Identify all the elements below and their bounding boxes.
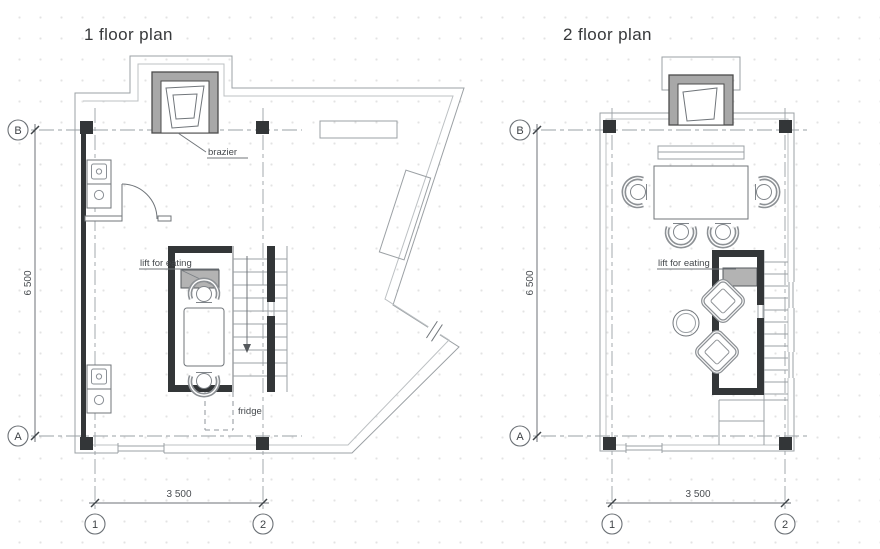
axis-label-1: 1: [609, 519, 615, 531]
axis-label-a: A: [516, 431, 524, 443]
axis-marker-b: [7, 119, 29, 141]
axis-marker-b: [509, 119, 531, 141]
lounge-set: [672, 276, 748, 377]
plan-2-dimensions: 6 500 3 500: [525, 124, 791, 508]
stairs: [232, 246, 288, 392]
column-a2: [256, 437, 269, 450]
plan-1-title: 1 floor plan: [84, 25, 173, 44]
chair: [756, 178, 779, 206]
plan-2-walls: [599, 112, 796, 454]
dim-horizontal: 3 500: [685, 489, 710, 500]
column-b2: [256, 121, 269, 134]
axis-label-b: B: [516, 125, 523, 137]
lift-label-2: lift for eating: [658, 258, 710, 269]
column-b1: [603, 120, 616, 133]
sink-bottom: [86, 364, 112, 414]
lift-shaft-2: [712, 250, 764, 395]
plan-1-dimensions: 6 500 3 500: [23, 124, 269, 508]
axis-label-a: A: [14, 431, 22, 443]
bearing-wall: [81, 121, 86, 450]
chair: [709, 224, 737, 247]
chair: [624, 178, 647, 206]
column-b2: [779, 120, 792, 133]
column-a2: [779, 437, 792, 450]
lift-label: lift for eating: [140, 258, 192, 269]
axis-marker-1: [601, 513, 623, 535]
coffee-table: [672, 309, 700, 337]
brazier-2: [661, 56, 741, 126]
dim-vertical: 6 500: [525, 270, 536, 295]
plan-1-grid: B A 1 2: [7, 108, 302, 535]
brazier: brazier: [151, 71, 248, 159]
axis-marker-2: [774, 513, 796, 535]
brazier-label: brazier: [208, 147, 237, 158]
plan-1-walls: [74, 55, 465, 454]
column-a1: [603, 437, 616, 450]
axis-label-2: 2: [782, 519, 788, 531]
axis-marker-a: [509, 425, 531, 447]
stairs-2: [718, 250, 788, 445]
axis-marker-1: [84, 513, 106, 535]
fridge-outline: [204, 392, 234, 431]
table: [183, 307, 225, 367]
chair: [667, 224, 695, 247]
table: [653, 165, 749, 220]
entry-door: [84, 183, 172, 222]
counter-tilted: [378, 169, 432, 261]
axis-label-1: 1: [92, 519, 98, 531]
plan-2-title: 2 floor plan: [563, 25, 652, 44]
axis-label-b: B: [14, 125, 21, 137]
column-a1: [80, 437, 93, 450]
plan-1: 1 floor plan B A 1 2 6 500 3 500: [7, 25, 465, 535]
axis-label-2: 2: [260, 519, 266, 531]
axis-marker-2: [252, 513, 274, 535]
axis-marker-a: [7, 425, 29, 447]
shelf: [319, 120, 398, 139]
wall-break-mark: [422, 317, 446, 345]
dim-vertical: 6 500: [23, 270, 34, 295]
dining-set-plan2: [624, 145, 779, 247]
sink-top: [86, 159, 112, 209]
dim-horizontal: 3 500: [166, 489, 191, 500]
column-b1: [80, 121, 93, 134]
fridge-label: fridge: [238, 406, 262, 417]
armchair: [692, 327, 742, 377]
dining-set-plan1: [183, 280, 225, 395]
plan-2: 2 floor plan B A 1 2 6 500 3 500: [509, 25, 808, 535]
window: [118, 443, 164, 454]
